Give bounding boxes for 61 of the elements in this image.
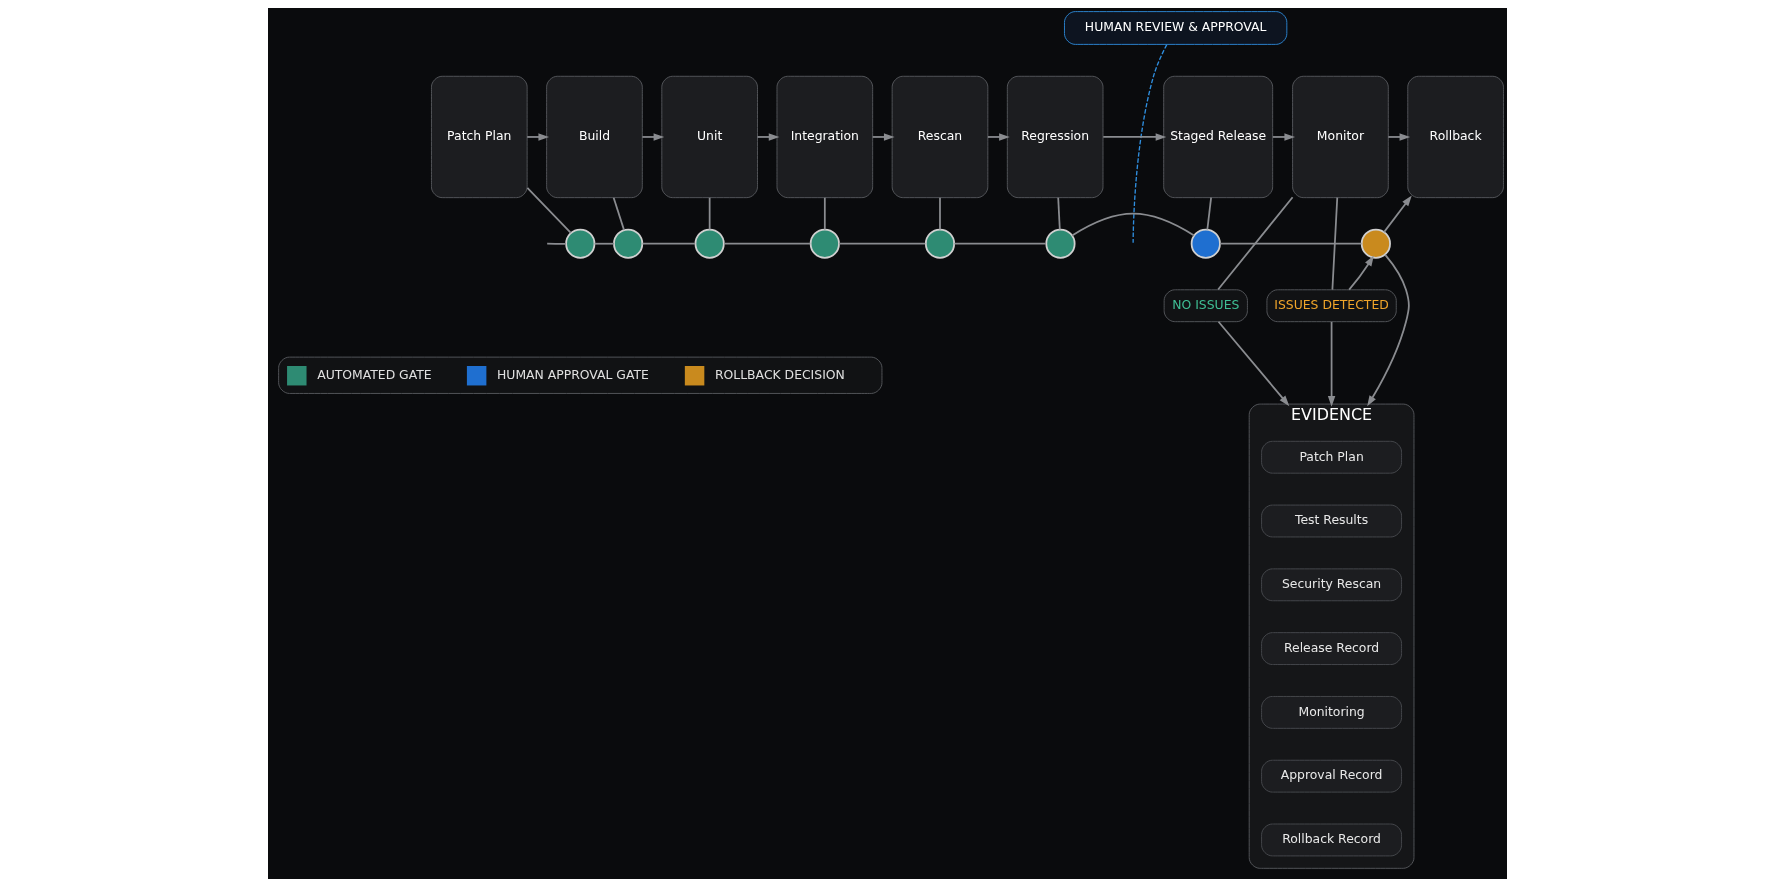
connector (1070, 212, 1195, 237)
node-box: Security Rescan (1260, 568, 1402, 602)
arrow (1327, 320, 1335, 407)
arrow (1217, 320, 1289, 407)
node-box: Patch Plan (430, 75, 528, 199)
node-box: Test Results (1260, 504, 1402, 538)
arrow (1271, 133, 1295, 141)
node-box: Integration (776, 75, 873, 199)
arrow (1366, 253, 1410, 407)
node-circle (809, 228, 840, 259)
connector (952, 242, 1047, 245)
node-circle (1190, 228, 1221, 259)
connector (1331, 196, 1338, 291)
arrow (756, 133, 779, 141)
connector (1205, 196, 1212, 231)
arrow (1382, 195, 1412, 233)
legend-label: HUMAN APPROVAL GATE (496, 367, 649, 382)
legend-label: AUTOMATED GATE (316, 367, 432, 382)
legend-label: ROLLBACK DECISION (714, 367, 845, 382)
connector (1056, 196, 1061, 231)
connector (1218, 242, 1362, 245)
connector (708, 196, 711, 231)
node-box: Release Record (1260, 632, 1402, 665)
node-box: Monitor (1291, 75, 1389, 199)
node-circle (694, 228, 725, 259)
node-box: Staged Release (1162, 75, 1273, 199)
node-box: Unit (660, 75, 758, 199)
arrow (986, 133, 1010, 141)
node-box: NO ISSUES (1163, 289, 1248, 323)
connector (545, 242, 567, 245)
arrow (525, 133, 549, 141)
node-box: HUMAN REVIEW & APPROVAL (1063, 11, 1287, 45)
connector (1131, 43, 1167, 244)
connector (1216, 196, 1293, 291)
node-circle (1044, 228, 1076, 259)
connector (837, 242, 926, 245)
connector (612, 196, 625, 231)
node-circle (1360, 228, 1391, 259)
node-circle (612, 228, 643, 259)
node-circle (924, 228, 955, 259)
connector (526, 187, 572, 234)
arrow (1347, 255, 1374, 291)
node-box: ISSUES DETECTED (1265, 289, 1397, 323)
connector (593, 242, 615, 245)
connector (641, 242, 696, 245)
connector (938, 196, 941, 231)
node-box: Rollback Record (1260, 823, 1402, 857)
arrow (641, 133, 664, 141)
node-box: Patch Plan (1260, 440, 1402, 474)
arrow (1101, 133, 1166, 141)
node-box: Rollback (1406, 75, 1504, 199)
connector (722, 242, 811, 245)
node-circle (564, 228, 595, 259)
node-box: Monitoring (1260, 696, 1402, 729)
node-box: Regression (1006, 75, 1103, 199)
node-box: Rescan (891, 75, 988, 199)
node-box: Approval Record (1260, 759, 1402, 793)
arrow (871, 133, 895, 141)
arrow (1386, 133, 1410, 141)
connector (823, 196, 826, 231)
node-box: Build (545, 75, 643, 199)
